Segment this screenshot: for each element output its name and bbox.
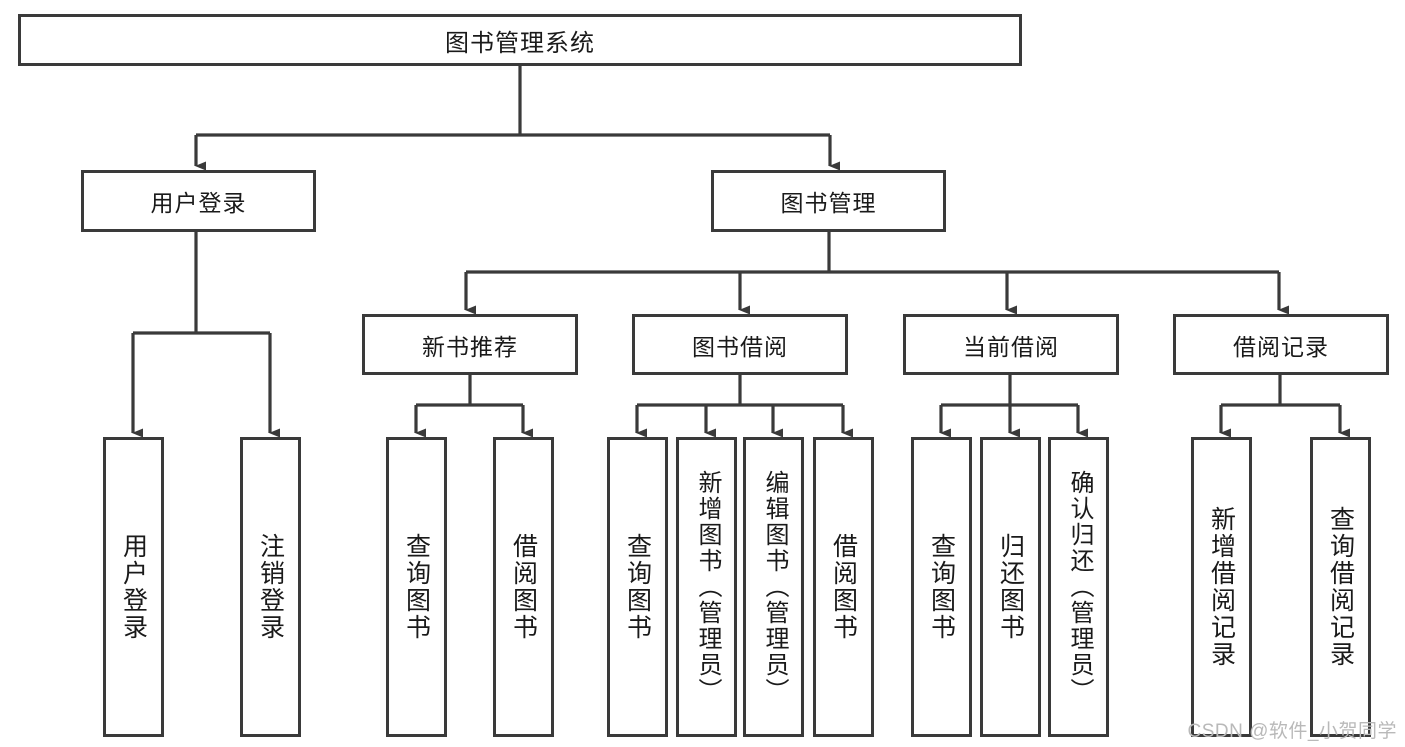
node-root[interactable]: 图书管理系统 bbox=[18, 14, 1022, 66]
node-leaf-query-book-3-label: 查询图书 bbox=[927, 533, 956, 641]
node-user-login[interactable]: 用户登录 bbox=[81, 170, 316, 232]
node-leaf-user-login[interactable]: 用户登录 bbox=[103, 437, 164, 737]
node-leaf-borrow-book-2-label: 借阅图书 bbox=[829, 533, 858, 641]
node-leaf-borrow-book-1[interactable]: 借阅图书 bbox=[493, 437, 554, 737]
node-leaf-add-record-label: 新增借阅记录 bbox=[1207, 506, 1236, 668]
node-book-borrow-label: 图书借阅 bbox=[692, 333, 788, 360]
node-book-borrow[interactable]: 图书借阅 bbox=[632, 314, 848, 375]
node-borrow-record-label: 借阅记录 bbox=[1233, 333, 1329, 360]
node-book-manage[interactable]: 图书管理 bbox=[711, 170, 946, 232]
node-leaf-confirm-return[interactable]: 确认归还（管理员） bbox=[1048, 437, 1109, 737]
node-leaf-edit-book-label: 编辑图书（管理员） bbox=[760, 470, 788, 704]
node-leaf-edit-book[interactable]: 编辑图书（管理员） bbox=[743, 437, 804, 737]
node-leaf-query-book-2[interactable]: 查询图书 bbox=[607, 437, 668, 737]
node-leaf-confirm-return-label: 确认归还（管理员） bbox=[1065, 470, 1093, 704]
node-new-book-recommend-label: 新书推荐 bbox=[422, 333, 518, 360]
node-leaf-user-logout[interactable]: 注销登录 bbox=[240, 437, 301, 737]
node-leaf-return-book[interactable]: 归还图书 bbox=[980, 437, 1041, 737]
node-leaf-return-book-label: 归还图书 bbox=[996, 533, 1025, 641]
node-leaf-add-record[interactable]: 新增借阅记录 bbox=[1191, 437, 1252, 737]
node-leaf-query-record-label: 查询借阅记录 bbox=[1326, 506, 1355, 668]
node-leaf-borrow-book-2[interactable]: 借阅图书 bbox=[813, 437, 874, 737]
watermark: CSDN @软件_小贺同学 bbox=[1187, 721, 1397, 742]
node-leaf-query-book-1[interactable]: 查询图书 bbox=[386, 437, 447, 737]
node-root-label: 图书管理系统 bbox=[445, 29, 595, 57]
node-leaf-query-book-2-label: 查询图书 bbox=[623, 533, 652, 641]
node-book-manage-label: 图书管理 bbox=[780, 190, 877, 216]
node-leaf-borrow-book-1-label: 借阅图书 bbox=[509, 533, 538, 641]
node-leaf-query-book-3[interactable]: 查询图书 bbox=[911, 437, 972, 737]
node-leaf-user-logout-label: 注销登录 bbox=[256, 533, 285, 641]
node-leaf-add-book[interactable]: 新增图书（管理员） bbox=[676, 437, 737, 737]
node-leaf-user-login-label: 用户登录 bbox=[119, 533, 148, 641]
node-borrow-record[interactable]: 借阅记录 bbox=[1173, 314, 1389, 375]
node-current-borrow-label: 当前借阅 bbox=[963, 333, 1059, 360]
node-user-login-label: 用户登录 bbox=[150, 190, 247, 216]
node-leaf-query-book-1-label: 查询图书 bbox=[402, 533, 431, 641]
node-leaf-query-record[interactable]: 查询借阅记录 bbox=[1310, 437, 1371, 737]
node-leaf-add-book-label: 新增图书（管理员） bbox=[693, 470, 721, 704]
node-current-borrow[interactable]: 当前借阅 bbox=[903, 314, 1119, 375]
node-new-book-recommend[interactable]: 新书推荐 bbox=[362, 314, 578, 375]
